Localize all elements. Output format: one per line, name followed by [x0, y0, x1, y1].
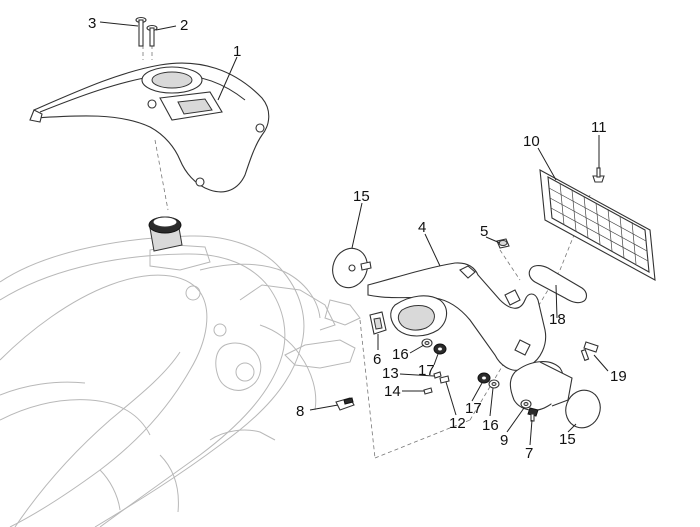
reflector-part-15-upper	[332, 247, 372, 289]
callout-11: 11	[591, 119, 607, 136]
nut-part-17-lower	[477, 372, 491, 384]
callout-16-upper: 16	[392, 346, 409, 363]
scooter-frame-outline	[0, 235, 361, 527]
callout-16-lower: 16	[482, 417, 499, 434]
callout-10: 10	[523, 133, 540, 150]
callout-5: 5	[480, 223, 488, 240]
bolt-part-19	[580, 341, 599, 362]
callout-18: 18	[549, 311, 566, 328]
rear-cover-part-1	[29, 62, 270, 193]
callout-2: 2	[180, 17, 188, 34]
callout-15-upper: 15	[353, 188, 370, 205]
plate-bracket-part-4	[367, 262, 547, 371]
nut-part-5	[496, 238, 510, 249]
washer-part-16-lower	[488, 379, 500, 389]
callout-6: 6	[373, 351, 381, 368]
callout-1: 1	[233, 43, 241, 60]
pin-part-13	[433, 371, 442, 379]
callout-13: 13	[382, 365, 399, 382]
filler-cap	[148, 216, 183, 252]
clip-part-8	[335, 397, 355, 411]
callout-7: 7	[525, 445, 533, 462]
callout-12: 12	[449, 415, 466, 432]
screw-part-11	[592, 167, 605, 183]
screw-part-3	[135, 16, 147, 47]
callout-4: 4	[418, 219, 426, 236]
callout-17-lower: 17	[465, 400, 482, 417]
lamp-housing	[509, 361, 573, 411]
washer-part-16-upper	[421, 338, 433, 348]
washer-part-9	[520, 399, 532, 409]
callout-3: 3	[88, 15, 96, 32]
pin-part-14	[423, 387, 433, 395]
callout-labels: 3 2 1 11 10 15 4 5 18 6 16 17 13 14 12 1…	[88, 15, 627, 462]
callout-9: 9	[500, 432, 508, 449]
clip-part-6	[369, 311, 387, 335]
license-plate-holder-part-10	[539, 169, 656, 281]
leader-lines	[99, 21, 609, 446]
screw-part-7	[527, 407, 539, 422]
reflector-part-15-lower	[565, 389, 601, 429]
callout-14: 14	[384, 383, 401, 400]
nut-part-17-upper	[433, 343, 447, 355]
callout-17-upper: 17	[418, 362, 435, 379]
callout-8: 8	[296, 403, 304, 420]
callout-19: 19	[610, 368, 627, 385]
screw-part-2	[146, 24, 158, 47]
callout-15-lower: 15	[559, 431, 576, 448]
pin-part-12	[439, 375, 450, 384]
pad-part-18	[528, 265, 588, 304]
